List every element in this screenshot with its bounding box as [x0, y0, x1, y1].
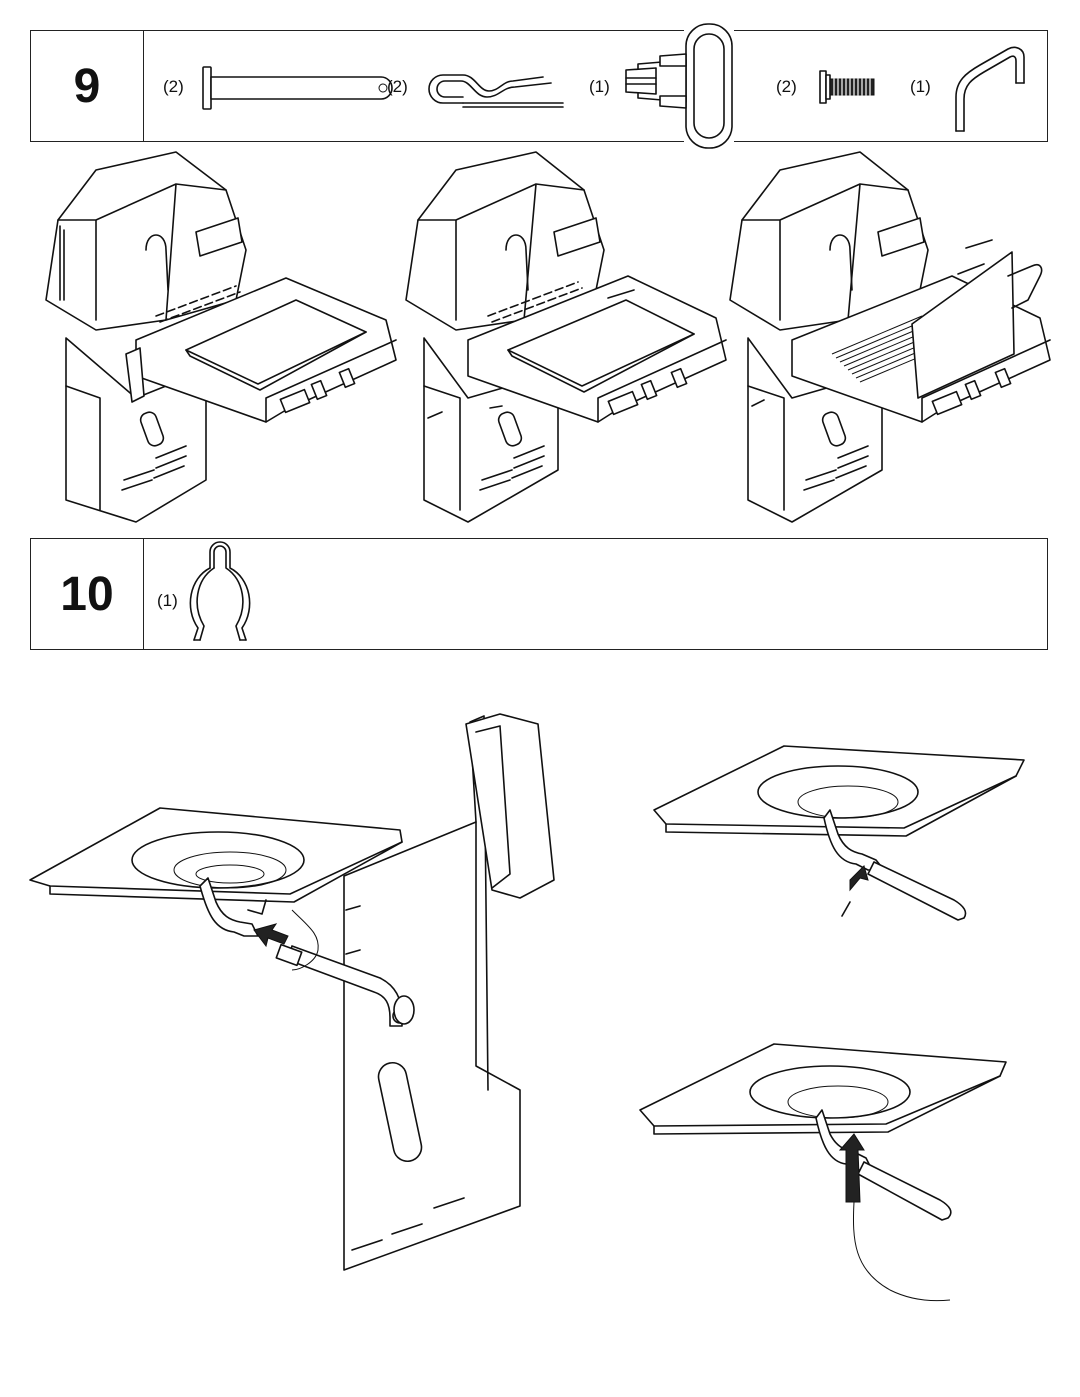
clevis-pin-icon — [202, 66, 393, 110]
screw-icon — [819, 70, 875, 104]
part-quantity: (1) — [589, 77, 610, 96]
step-number: 9 — [73, 59, 101, 113]
igniter-wire-route — [639, 1043, 1007, 1302]
grill-side-shelf-attach — [45, 151, 397, 523]
handle-icon — [955, 46, 1025, 132]
part-quantity: (1) — [910, 77, 931, 96]
part-quantity: (1) — [157, 591, 178, 610]
step-number: 10 — [60, 567, 114, 621]
part-quantity: (2) — [387, 77, 408, 96]
step-10-number-cell: 10 — [31, 539, 144, 649]
step-9-number-cell: 9 — [31, 31, 144, 141]
side-burner-hose-connect — [29, 713, 555, 1271]
part-quantity: (2) — [163, 77, 184, 96]
step-10-parts-box: 10 (1) — [30, 538, 1048, 650]
grill-side-shelf-handle — [729, 151, 1051, 523]
grill-side-shelf-pins — [405, 151, 727, 523]
hook-clip-icon — [625, 23, 733, 149]
part-quantity: (2) — [776, 77, 797, 96]
step-9-parts-box-right: (2) (1) — [734, 30, 1048, 142]
hose-clip-icon — [189, 541, 251, 641]
hose-clip-insert — [653, 745, 1025, 921]
hairpin-cotter-icon — [428, 74, 564, 108]
